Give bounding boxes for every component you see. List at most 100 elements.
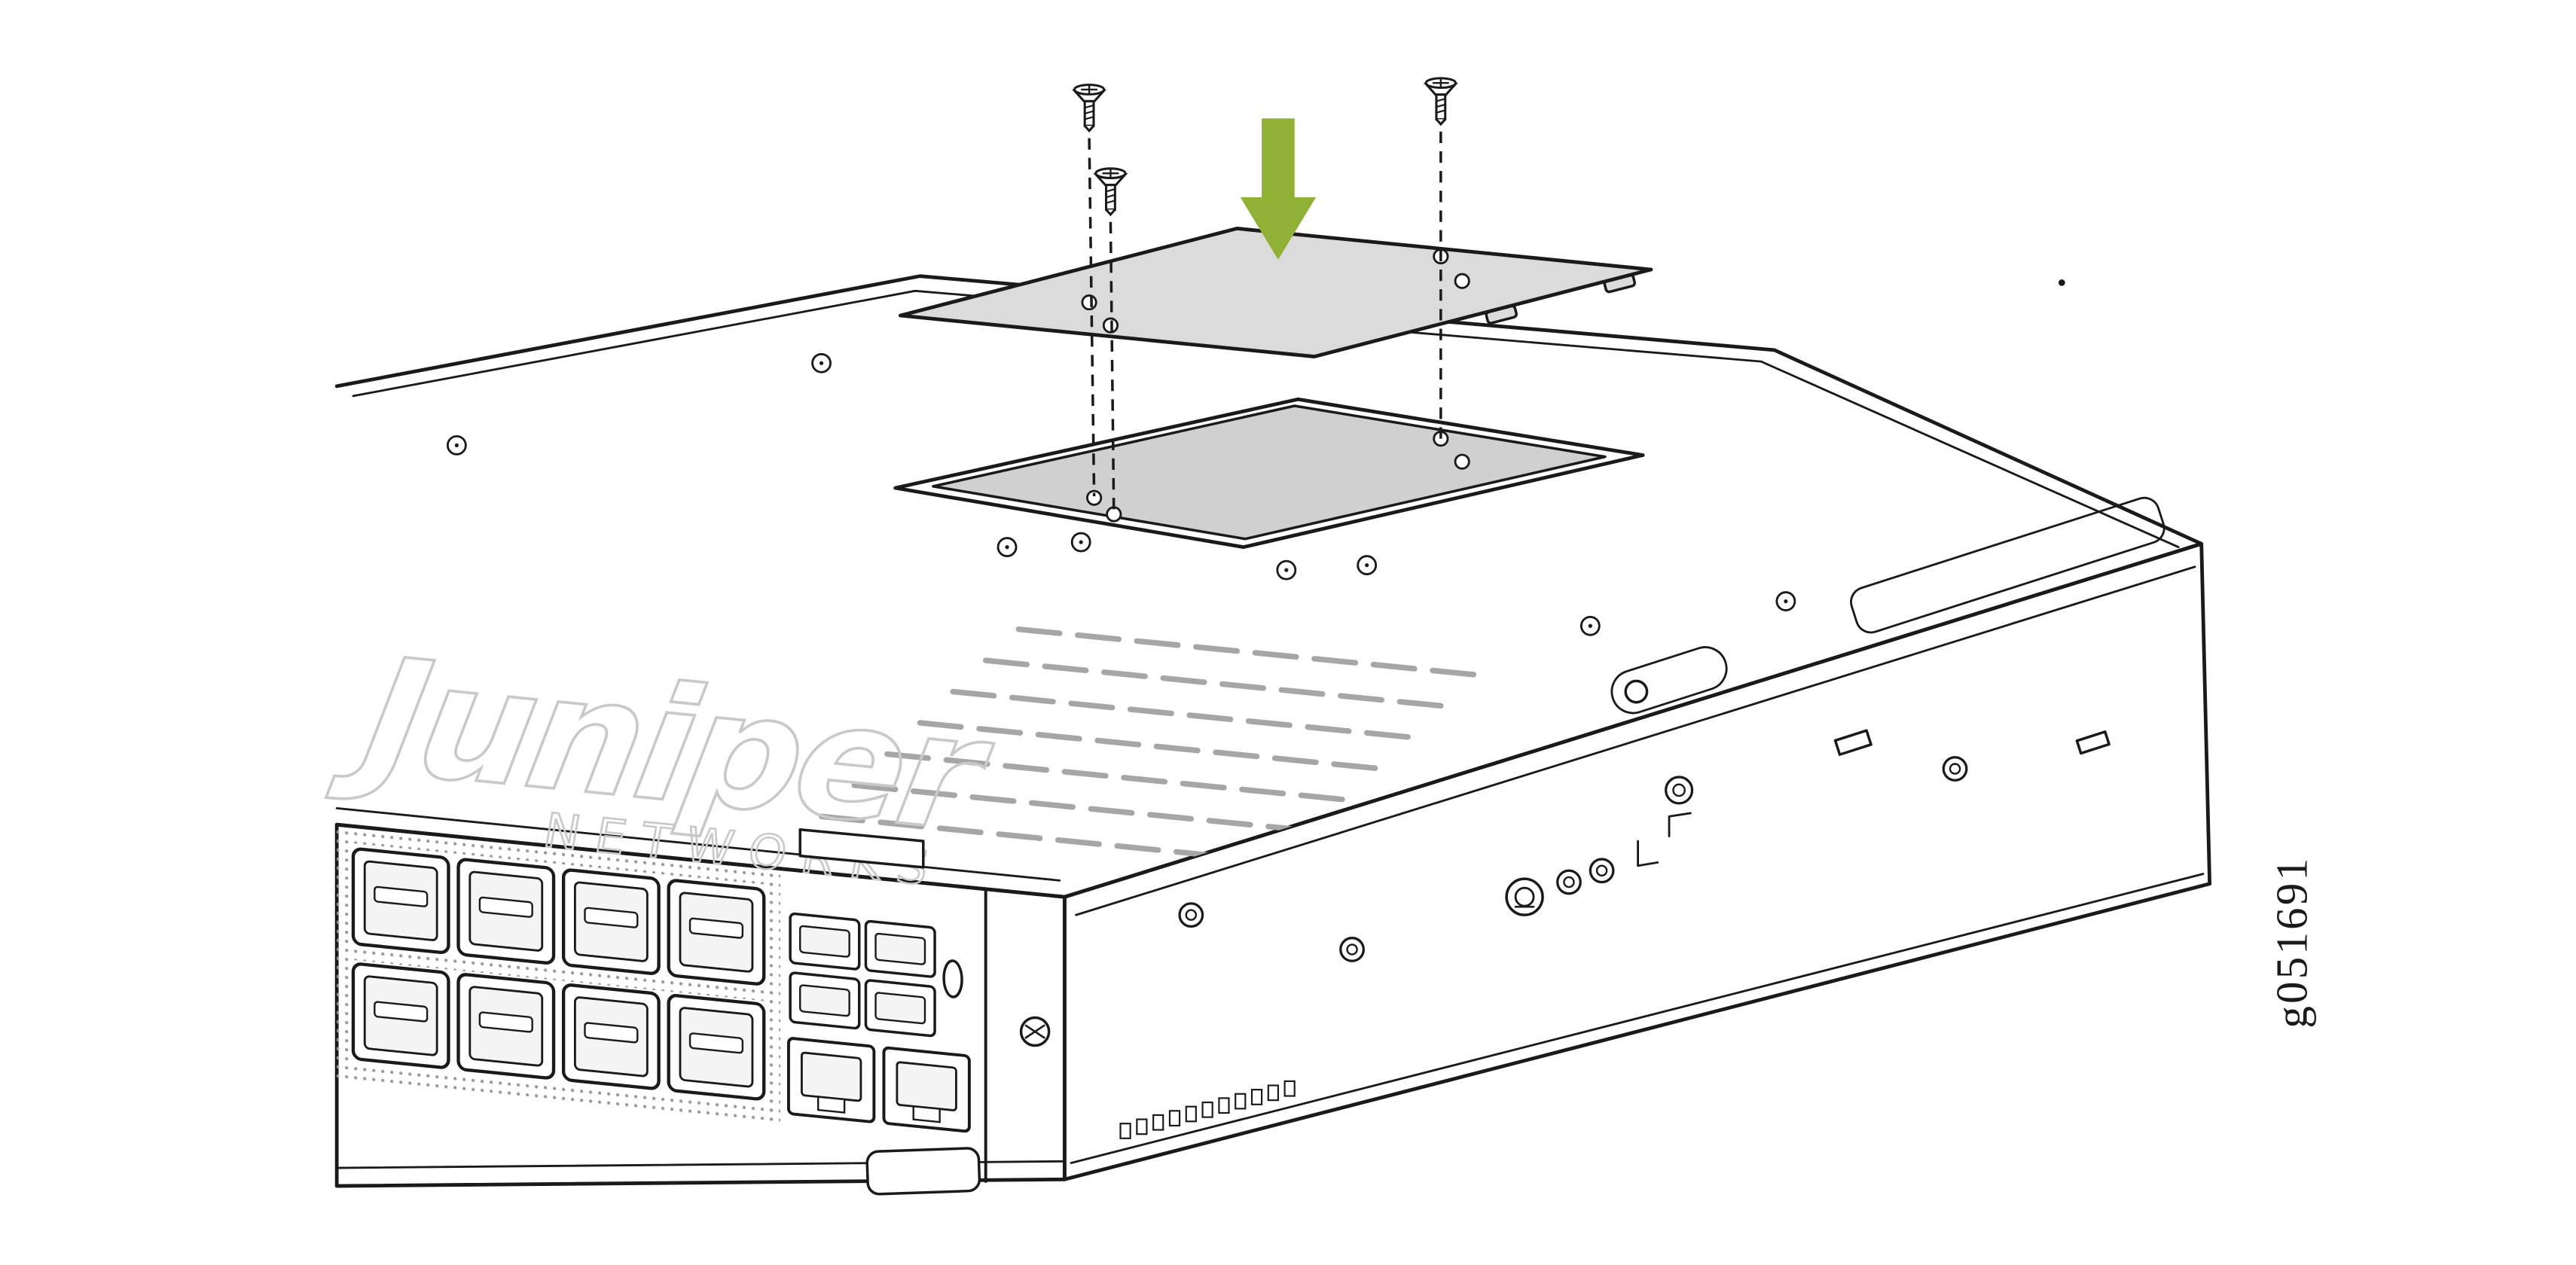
panel-seam-line (335, 806, 1061, 882)
vent-hole (1152, 1114, 1164, 1131)
vent-slot (996, 831, 1043, 841)
vent-slot (1239, 786, 1286, 797)
standoff-screw-center (1346, 943, 1358, 956)
standoff-screw (1178, 902, 1204, 928)
qsfp-port-grid (351, 847, 766, 1101)
screw-thread (1436, 103, 1446, 108)
standoff-screw-center (1672, 783, 1686, 797)
figure-id-label: g051691 (2267, 856, 2316, 1029)
vent-slot (1252, 650, 1299, 660)
rivet-center (1079, 540, 1083, 544)
standoff-screw (1665, 776, 1694, 805)
screw-thread (1084, 116, 1094, 120)
screw-thread (1084, 110, 1094, 114)
screw-thread (1436, 98, 1446, 102)
perforation-strip (348, 826, 779, 886)
vent-slot (1305, 724, 1352, 734)
sfp-port (789, 971, 861, 1030)
vent-slot (1298, 792, 1345, 803)
switch-chassis: Juniper NETWORKS (323, 274, 2212, 1196)
qsfp-port (351, 962, 450, 1069)
rj45-jack (800, 1051, 862, 1102)
qsfp-slot (584, 907, 639, 928)
sfp-port (864, 919, 936, 978)
vent-hole (1283, 1080, 1296, 1097)
vent-slot (1003, 763, 1050, 773)
vent-hole (1136, 1118, 1148, 1135)
chassis-top-face (337, 276, 2202, 898)
vent-slot (1101, 669, 1148, 679)
chassis-screw-holes (1086, 431, 1470, 523)
panel-seam-line (1075, 565, 2196, 916)
diagram-art: Juniper NETWORKS (323, 77, 2316, 1196)
qsfp-port (667, 994, 766, 1101)
vent-slot (1278, 687, 1326, 697)
rj45-latch (912, 1105, 941, 1123)
vent-slot (1075, 632, 1122, 642)
chassis-access-opening (893, 397, 1645, 549)
serial-label (798, 828, 925, 869)
vent-slot (1271, 755, 1319, 766)
qsfp-slot (478, 896, 533, 918)
usb-port (942, 959, 963, 998)
standoff-screw (1589, 858, 1615, 884)
screw-thread (1084, 104, 1094, 109)
vent-hole (1218, 1097, 1230, 1114)
screw-tip (1435, 118, 1446, 126)
screw-guide-line (1109, 221, 1116, 514)
vent-hole (1201, 1101, 1213, 1118)
vent-slot (1055, 837, 1102, 847)
vent-slot (1127, 706, 1174, 717)
vent-slot (1042, 663, 1089, 674)
vent-slot (1396, 699, 1444, 709)
vent-hole (1250, 1089, 1263, 1105)
rivet-center (1284, 568, 1289, 572)
vent-slot (1094, 737, 1142, 748)
rj45-port (882, 1046, 971, 1133)
insert-direction-arrow-icon (1240, 118, 1317, 260)
vent-slot (1088, 806, 1135, 816)
vent-slot (1029, 800, 1076, 810)
rj45-port-group (786, 1037, 971, 1133)
vent-hole (1168, 1110, 1181, 1126)
standoff-screw (1556, 869, 1582, 895)
pull-tab (865, 1147, 981, 1196)
mounting-screw-icon (1093, 167, 1128, 217)
standoff-screw (1942, 756, 1968, 782)
vent-slot (950, 688, 997, 699)
vent-slot (1180, 780, 1227, 791)
qsfp-slot (374, 886, 429, 907)
vent-slot (917, 720, 964, 730)
vent-slot (851, 782, 899, 793)
qsfp-slot (688, 917, 744, 939)
vent-hole (1267, 1084, 1280, 1102)
rivet-center (1784, 599, 1788, 604)
chassis-screw-hole (1086, 489, 1103, 506)
vent-slot (1147, 812, 1195, 822)
qsfp-port (456, 973, 556, 1080)
oval-cutout (1610, 646, 1728, 715)
chassis-screw-hole (1454, 453, 1470, 470)
rivet-group (446, 352, 1796, 636)
rivet-center (819, 361, 824, 365)
vent-slot (969, 794, 1017, 804)
qsfp-port (456, 858, 556, 965)
standoff-screw-center (1949, 763, 1961, 775)
vent-slot (1219, 681, 1266, 691)
vent-slot (1121, 775, 1168, 785)
qsfp-slot (374, 1001, 429, 1023)
chassis-top-outline (334, 274, 2204, 899)
vent-slot (943, 757, 990, 767)
vent-slot (1193, 644, 1241, 654)
screw-guide-line (1088, 138, 1096, 496)
vent-slot (1153, 743, 1201, 754)
sfp-opening (799, 925, 850, 958)
sfp-opening (799, 984, 850, 1017)
top-recess-handle (1850, 496, 2165, 634)
vent-hole (1235, 1093, 1247, 1110)
rivet-center (1588, 623, 1592, 628)
vent-slot (1061, 769, 1109, 779)
screw-tip (1105, 209, 1116, 217)
